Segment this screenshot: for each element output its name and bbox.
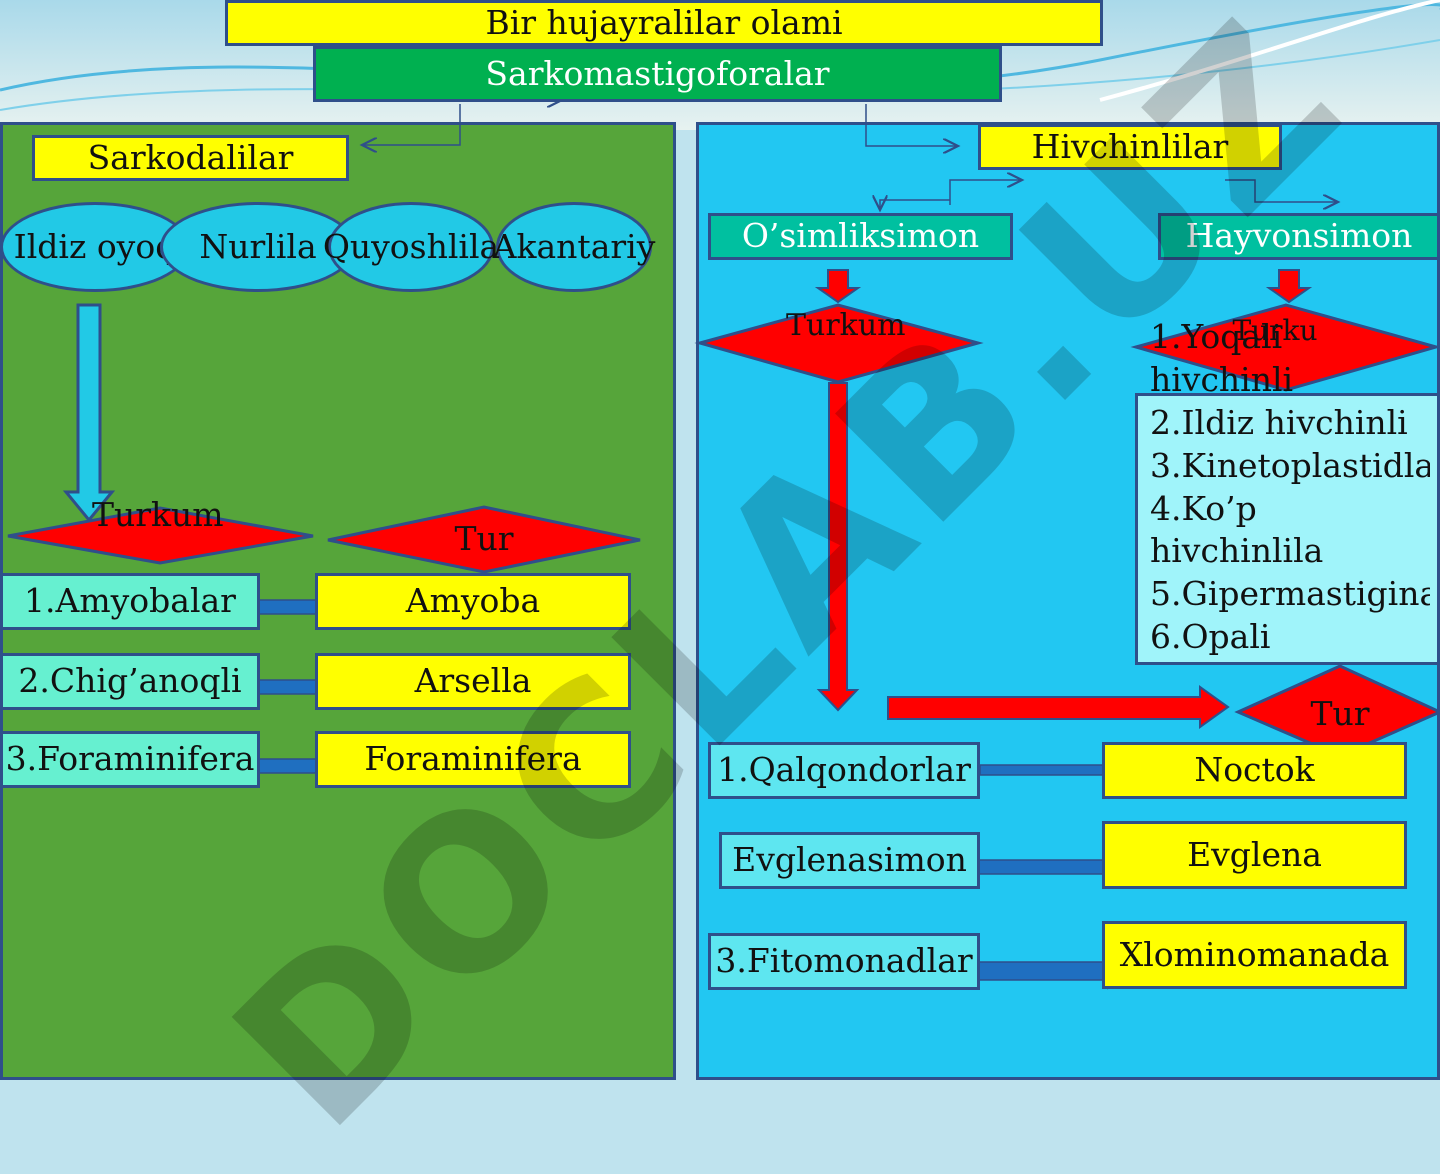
left-turkum-3: 3.Foraminifera <box>0 731 260 788</box>
left-tur-2: Arsella <box>315 653 631 710</box>
animal-turkum-label: Turku <box>1232 314 1318 347</box>
osimliksimon-box: O’simliksimon <box>708 213 1013 260</box>
connector-to-sarkodalilar <box>362 104 461 145</box>
oval-quyoshlila: Quyoshlila <box>323 202 499 292</box>
animal-list-item: 4.Ko’p hivchinlila <box>1150 488 1324 571</box>
diamond-animal-turkum <box>1130 303 1440 392</box>
left-turkum-label: Turkum <box>92 495 224 534</box>
right-tur-3: Xlominomanada <box>1102 921 1407 989</box>
animal-list-box <box>1135 393 1440 665</box>
right-tur-2: Evglena <box>1102 821 1407 889</box>
left-tur-3: Foraminifera <box>315 731 631 788</box>
animal-list-item: 5.Gipermastigina <box>1150 574 1430 614</box>
animal-list-item: 3.Kinetoplastidla <box>1150 445 1430 485</box>
right-turkum-2: Evglenasimon <box>719 832 980 889</box>
left-tur-label: Tur <box>454 519 514 558</box>
plant-turkum-label: Turkum <box>786 308 906 343</box>
left-turkum-2: 2.Chig’anoqli <box>0 653 260 710</box>
arrow-ildiz-down <box>62 303 116 523</box>
hivchinlilar-header: Hivchinlilar <box>978 124 1282 170</box>
connector-layer <box>7 0 1440 990</box>
main-title: Bir hujayralilar olami <box>225 0 1103 46</box>
diamond-right-tur <box>1234 664 1440 758</box>
connector-to-hivchinlilar <box>865 104 958 146</box>
right-tur-label: Tur <box>1310 694 1370 733</box>
sarkodalilar-header: Sarkodalilar <box>32 135 349 181</box>
animal-list-item: 2.Ildiz hivchinli <box>1150 402 1408 442</box>
animal-list-item: 1.Yoqali hivchinli <box>1150 317 1294 399</box>
right-tur-1: Noctok <box>1102 742 1407 799</box>
animal-list: 1.Yoqali hivchinli 2.Ildiz hivchinli 3.K… <box>1150 316 1430 740</box>
right-turkum-1: 1.Qalqondorlar <box>708 742 980 799</box>
oval-nurlila: Nurlila <box>160 202 356 292</box>
diamond-left-turkum <box>7 506 314 565</box>
hayvonsimon-box: Hayvonsimon <box>1158 213 1440 260</box>
subtitle-box: Sarkomastigoforalar <box>313 46 1002 102</box>
right-turkum-3: 3.Fitomonadlar <box>708 933 980 990</box>
animal-list-item: 6.Opali <box>1150 617 1271 657</box>
left-turkum-1: 1.Amyobalar <box>0 573 260 630</box>
oval-akantariy: Akantariy <box>493 202 655 292</box>
diamond-plant-turkum <box>694 303 984 384</box>
diamond-left-tur <box>327 505 641 574</box>
left-tur-1: Amyoba <box>315 573 631 630</box>
oval-ildiz-oyoq: Ildiz oyoq <box>0 202 190 292</box>
